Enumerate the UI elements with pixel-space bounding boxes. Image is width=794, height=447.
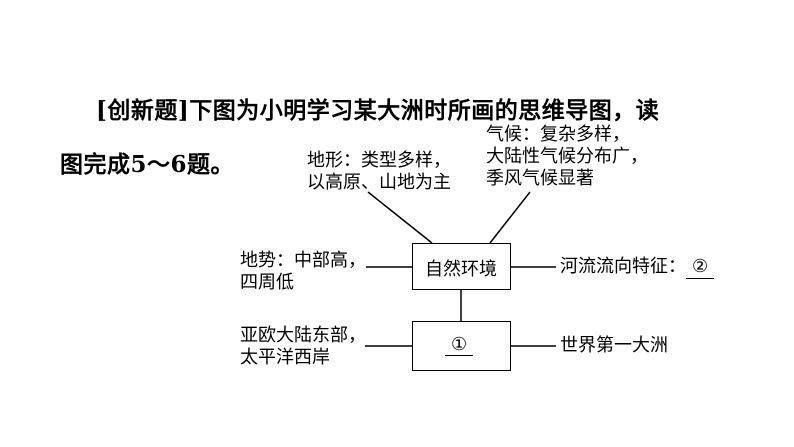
climate-label: 气候：复杂多样， 大陆性气候分布广， 季风气候显著	[486, 124, 648, 189]
largest-continent-label: 世界第一大洲	[560, 335, 668, 356]
relief-label: 地势：中部高， 四周低	[240, 250, 366, 293]
question-intro: [创新题]下图为小明学习某大洲时所画的思维导图，读 图完成5～6题。	[60, 84, 740, 192]
answer-blank-1: ①	[445, 334, 474, 356]
natural-environment-text: 自然环境	[425, 259, 497, 280]
intro-line-1: [创新题]下图为小明学习某大洲时所画的思维导图，读	[96, 97, 660, 124]
terrain-label: 地形：类型多样， 以高原、山地为主	[307, 150, 451, 193]
natural-environment-box: 自然环境	[412, 243, 511, 290]
river-direction-label: 河流流向特征：②	[560, 256, 715, 279]
location-label: 亚欧大陆东部， 太平洋西岸	[240, 325, 366, 368]
answer-blank-2: ②	[686, 256, 715, 279]
intro-line-2: 图完成5～6题。	[60, 151, 235, 178]
continent-box: ①	[412, 321, 511, 371]
